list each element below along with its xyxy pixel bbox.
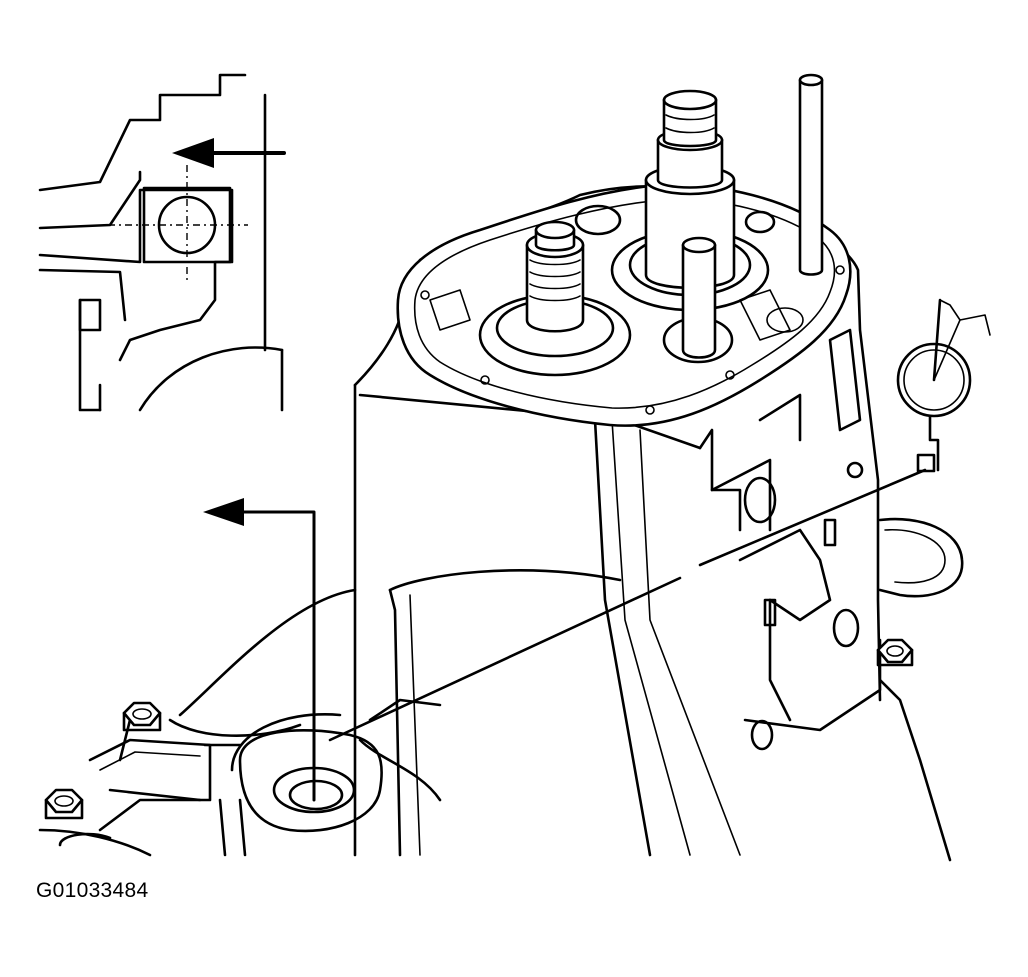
dial-indicator [896, 298, 991, 473]
bolt-left-lower [44, 788, 84, 820]
straightedge-line [328, 468, 927, 742]
figure-id-label: G01033484 [36, 879, 149, 902]
counter-shaft [662, 236, 734, 364]
input-shaft [478, 220, 632, 377]
bolt-left-upper [122, 701, 162, 732]
bearing-ball-detail [108, 165, 248, 280]
detail-inset [38, 73, 286, 412]
shift-rod [798, 73, 824, 276]
housing-lower-left [38, 569, 622, 857]
inset-direction-arrow [172, 138, 286, 168]
bolt-right [876, 638, 914, 667]
housing-right-details [710, 328, 964, 862]
bore-opening [230, 713, 383, 833]
measurement-point-arrow [203, 498, 316, 802]
